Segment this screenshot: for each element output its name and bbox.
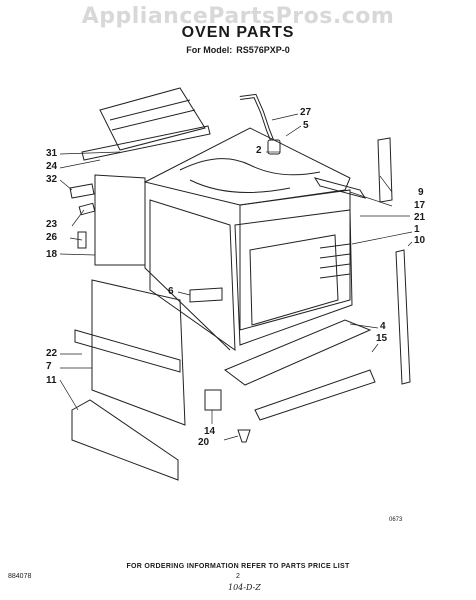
- callout-18: 18: [46, 249, 58, 260]
- leveling-leg-20: [237, 429, 251, 443]
- trim-strip-10: [395, 249, 411, 385]
- kick-trim-15: [254, 369, 376, 421]
- oven-rack-1: [319, 243, 351, 249]
- side-panel-18: [94, 174, 146, 266]
- drawing-ref-code: 0673: [389, 517, 403, 523]
- rear-panel-31: [99, 87, 206, 151]
- front-frame-7: [91, 279, 186, 426]
- callout-4: 4: [380, 321, 386, 332]
- top-bracket-right: [313, 177, 367, 199]
- oven-rack-3: [319, 263, 351, 269]
- callout-26: 26: [46, 232, 58, 243]
- callout-32: 32: [46, 174, 58, 185]
- callout-2: 2: [256, 145, 262, 156]
- ordering-note: FOR ORDERING INFORMATION REFER TO PARTS …: [126, 563, 350, 570]
- callout-15: 15: [376, 333, 388, 344]
- model-prefix: For Model:: [186, 45, 233, 55]
- callout-21: 21: [414, 212, 426, 223]
- callout-7: 7: [46, 361, 52, 372]
- callout-11: 11: [46, 375, 57, 386]
- oven-rack-2: [319, 253, 351, 259]
- page-number: 2: [236, 573, 240, 580]
- callout-1: 1: [414, 224, 420, 235]
- kick-panel-11: [71, 399, 179, 481]
- clip-23: [78, 202, 96, 216]
- watermark-logo: AppliancePartsPros.com: [81, 4, 395, 29]
- oven-body-back: [239, 189, 351, 331]
- igniter-6: [189, 287, 223, 303]
- callout-14: 14: [204, 426, 216, 437]
- gas-tube-inner: [239, 94, 273, 141]
- page-title: OVEN PARTS: [181, 24, 295, 41]
- oven-front-frame: [234, 209, 353, 346]
- oven-bottom-panel: [224, 319, 372, 386]
- oven-cavity: [149, 199, 236, 351]
- handwritten-note: 104-D-Z: [228, 583, 261, 592]
- callout-10: 10: [414, 235, 426, 246]
- gas-tube: [239, 93, 274, 141]
- callout-31: 31: [46, 148, 58, 159]
- oven-top-burner-outline: [179, 158, 321, 193]
- strip-24: [81, 125, 211, 161]
- callout-24: 24: [46, 161, 58, 172]
- latch-26: [77, 231, 87, 249]
- callout-23: 23: [46, 219, 58, 230]
- callout-20: 20: [198, 437, 210, 448]
- callout-9: 9: [418, 187, 424, 198]
- callout-17: 17: [414, 200, 426, 211]
- callout-22: 22: [46, 348, 58, 359]
- bracket-14: [204, 389, 222, 411]
- leader-lines: [59, 113, 413, 441]
- side-trim-9: [377, 137, 393, 203]
- callout-6: 6: [168, 286, 174, 297]
- front-trim-22: [74, 329, 181, 373]
- callout-5: 5: [303, 120, 309, 131]
- callout-27: 27: [300, 107, 312, 118]
- document-code: 884078: [8, 573, 32, 580]
- oven-window: [249, 234, 339, 326]
- oven-rack-4: [319, 273, 351, 279]
- model-number: RS576PXP-0: [236, 45, 290, 55]
- oven-body-left: [144, 182, 231, 351]
- bracket-32: [69, 183, 95, 199]
- oven-top-panel: [143, 127, 351, 206]
- model-line: For Model:RS576PXP-0: [0, 45, 476, 55]
